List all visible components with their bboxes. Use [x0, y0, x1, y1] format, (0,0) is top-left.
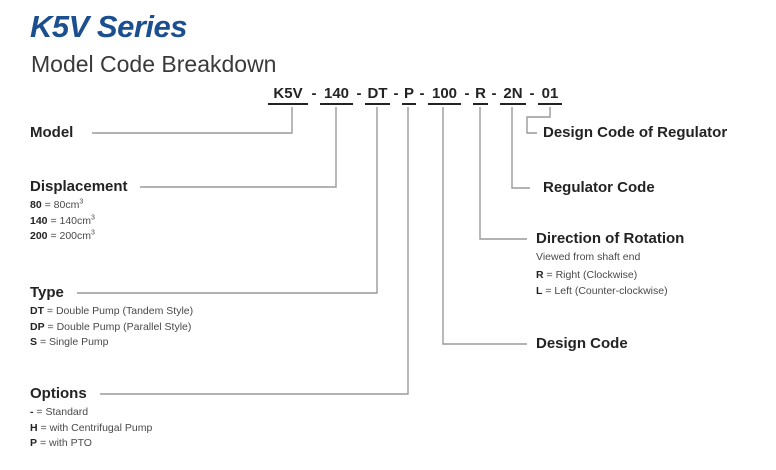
- displacement-key: 140: [30, 214, 48, 227]
- type-key: DP: [30, 320, 45, 333]
- code-separator: -: [529, 85, 535, 102]
- list-item: R = Right (Clockwise): [536, 268, 684, 284]
- label-rotation: Direction of Rotation Viewed from shaft …: [536, 230, 684, 299]
- type-key: DT: [30, 305, 44, 317]
- displacement-item-list: 80 = 80cm3 140 = 140cm3 200 = 200cm3: [30, 198, 128, 245]
- displacement-key: 200: [30, 230, 48, 242]
- label-displacement: Displacement 80 = 80cm3 140 = 140cm3 200…: [30, 178, 128, 245]
- list-item: L = Left (Counter-clockwise): [536, 284, 684, 300]
- code-segment-design-code: 100: [428, 84, 461, 105]
- type-value: = Double Pump (Parallel Style): [47, 320, 192, 333]
- rotation-value: = Left (Counter-clockwise): [545, 284, 668, 297]
- leader-model: [92, 107, 293, 134]
- code-segment-regulator-design: 01: [538, 84, 562, 105]
- superscript: 3: [91, 214, 95, 221]
- leader-rotation: [479, 107, 527, 240]
- list-item: H = with Centrifugal Pump: [30, 421, 152, 437]
- options-key: -: [30, 406, 34, 418]
- displacement-value: = 80cm: [44, 199, 80, 211]
- code-segment-model: K5V: [268, 84, 308, 105]
- rotation-item-list: R = Right (Clockwise) L = Left (Counter-…: [536, 268, 684, 299]
- type-item-list: DT = Double Pump (Tandem Style) DP = Dou…: [30, 304, 193, 351]
- leader-displacement: [140, 107, 337, 188]
- code-segment-displacement: 140: [320, 84, 353, 105]
- code-segment-type: DT: [365, 84, 390, 105]
- leader-design-code: [442, 107, 527, 345]
- label-regulator-code: Regulator Code: [543, 179, 655, 196]
- displacement-key: 80: [30, 199, 42, 211]
- list-item: S = Single Pump: [30, 335, 193, 351]
- label-design-code-heading: Design Code: [536, 335, 628, 352]
- options-key: H: [30, 421, 38, 434]
- label-regulator-code-heading: Regulator Code: [543, 179, 655, 196]
- label-regulator-design-heading: Design Code of Regulator: [543, 124, 728, 141]
- superscript: 3: [91, 229, 95, 237]
- code-segment-rotation: R: [473, 84, 488, 105]
- label-model-heading: Model: [30, 124, 74, 141]
- code-segment-regulator-code: 2N: [500, 84, 526, 105]
- superscript: 3: [79, 198, 84, 206]
- code-separator: -: [419, 85, 425, 102]
- displacement-value: = 200cm: [50, 230, 92, 242]
- label-type: Type DT = Double Pump (Tandem Style) DP …: [30, 284, 193, 351]
- code-separator: -: [393, 85, 399, 102]
- options-value: = with PTO: [39, 437, 92, 449]
- options-value: = with Centrifugal Pump: [40, 421, 153, 434]
- code-segment-options: P: [402, 84, 416, 105]
- options-key: P: [30, 437, 38, 449]
- page-title: K5V Series: [30, 9, 188, 44]
- code-separator: -: [356, 85, 362, 102]
- rotation-key: L: [536, 284, 543, 297]
- list-item: DT = Double Pump (Tandem Style): [30, 304, 193, 320]
- code-separator: -: [464, 85, 470, 102]
- displacement-value: = 140cm: [50, 214, 92, 227]
- type-value: = Single Pump: [39, 336, 109, 348]
- label-displacement-heading: Displacement: [30, 178, 128, 195]
- rotation-value: = Right (Clockwise): [546, 269, 638, 281]
- page-subtitle: Model Code Breakdown: [31, 51, 277, 77]
- model-code-string: K5V - 140 - DT - P - 100 - R - 2N - 01: [0, 84, 776, 106]
- options-item-list: - = Standard H = with Centrifugal Pump P…: [30, 405, 152, 452]
- leader-regulator-code: [511, 107, 530, 189]
- type-value: = Double Pump (Tandem Style): [46, 305, 194, 317]
- leader-options: [100, 107, 409, 395]
- list-item: P = with PTO: [30, 436, 152, 452]
- label-design-code: Design Code: [536, 335, 628, 352]
- options-value: = Standard: [36, 406, 89, 418]
- type-key: S: [30, 336, 38, 348]
- list-item: DP = Double Pump (Parallel Style): [30, 320, 193, 336]
- code-separator: -: [311, 85, 317, 102]
- label-type-heading: Type: [30, 284, 64, 301]
- code-separator: -: [491, 85, 497, 102]
- list-item: 200 = 200cm3: [30, 229, 128, 245]
- label-model: Model: [30, 124, 73, 141]
- label-options: Options - = Standard H = with Centrifuga…: [30, 385, 152, 452]
- label-regulator-design: Design Code of Regulator: [543, 124, 727, 141]
- label-rotation-heading: Direction of Rotation: [536, 230, 685, 247]
- list-item: 140 = 140cm3: [30, 214, 128, 230]
- rotation-key: R: [536, 269, 544, 281]
- list-item: 80 = 80cm3: [30, 198, 128, 214]
- label-options-heading: Options: [30, 385, 87, 402]
- list-item: - = Standard: [30, 405, 152, 421]
- label-rotation-note: Viewed from shaft end: [536, 251, 641, 263]
